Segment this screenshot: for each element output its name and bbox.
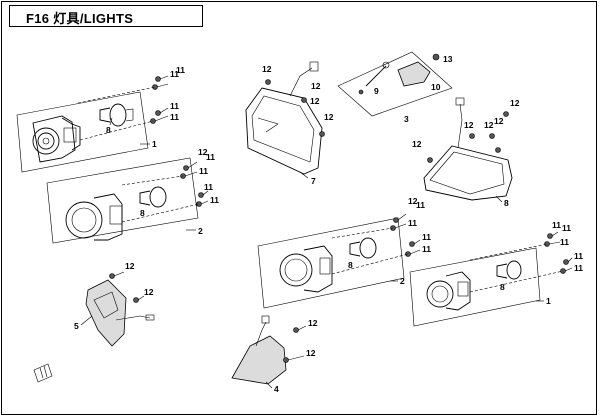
- callout-8: 8: [106, 125, 111, 135]
- callout-10: 10: [431, 82, 441, 92]
- callout-11: 11: [204, 182, 213, 192]
- callout-11: 11: [416, 200, 425, 210]
- headlight-assembly-middle-left: [46, 157, 209, 244]
- callout-11: 11: [560, 237, 569, 247]
- callout-12: 12: [306, 348, 316, 358]
- direction-arrow-icon: [33, 363, 53, 383]
- callout-12: 12: [324, 112, 334, 122]
- callout-8: 8: [348, 260, 353, 270]
- callout-12: 12: [262, 64, 272, 74]
- headlight-assembly-center: [257, 213, 421, 309]
- callout-1: 1: [546, 296, 551, 306]
- callout-11: 11: [562, 223, 571, 233]
- callout-7: 7: [311, 176, 316, 186]
- callout-12: 12: [494, 116, 504, 126]
- callout-11: 11: [422, 232, 431, 242]
- headlight-assembly-upper-left: [16, 75, 169, 173]
- callout-11: 11: [422, 244, 431, 254]
- callout-12: 12: [311, 81, 321, 91]
- callout-12: 12: [198, 147, 208, 157]
- callout-1: 1: [152, 139, 157, 149]
- callout-11: 11: [170, 112, 179, 122]
- callout-12: 12: [125, 261, 135, 271]
- callout-11: 11: [552, 220, 561, 230]
- lamp-housing-part-8: [423, 97, 513, 201]
- callout-12: 12: [484, 120, 494, 130]
- callout-12: 12: [144, 287, 154, 297]
- callout-11: 11: [170, 101, 179, 111]
- callout-2: 2: [198, 226, 203, 236]
- callout-2: 2: [400, 276, 405, 286]
- callout-11: 11: [210, 195, 219, 205]
- callout-8: 8: [500, 282, 505, 292]
- title-box: F16 灯具/LIGHTS: [9, 5, 203, 27]
- callout-8: 8: [140, 208, 145, 218]
- page-title: F16 灯具/LIGHTS: [26, 11, 134, 26]
- lamp-housing-part-7: [245, 61, 325, 175]
- callout-11: 11: [170, 69, 179, 79]
- callout-12: 12: [408, 196, 418, 206]
- callout-11: 11: [199, 166, 208, 176]
- callout-11: 11: [574, 263, 583, 273]
- callout-11: 11: [176, 65, 185, 75]
- callout-12: 12: [510, 98, 520, 108]
- callout-11: 11: [206, 152, 215, 162]
- headlight-assembly-lower-right: [409, 231, 573, 327]
- callout-3: 3: [404, 114, 409, 124]
- callout-12: 12: [464, 120, 474, 130]
- callout-12: 12: [308, 318, 318, 328]
- callout-5: 5: [74, 321, 79, 331]
- light-guard-part-5: [85, 271, 155, 347]
- callout-12: 12: [310, 96, 320, 106]
- lamp-group-part-3: [337, 51, 453, 117]
- callout-13: 13: [443, 54, 453, 64]
- callout-8: 8: [504, 198, 509, 208]
- callout-4: 4: [274, 384, 279, 394]
- callout-11: 11: [408, 218, 417, 228]
- callout-12: 12: [412, 139, 422, 149]
- callout-9: 9: [374, 86, 379, 96]
- callout-11: 11: [574, 251, 583, 261]
- light-guard-part-4: [231, 315, 307, 385]
